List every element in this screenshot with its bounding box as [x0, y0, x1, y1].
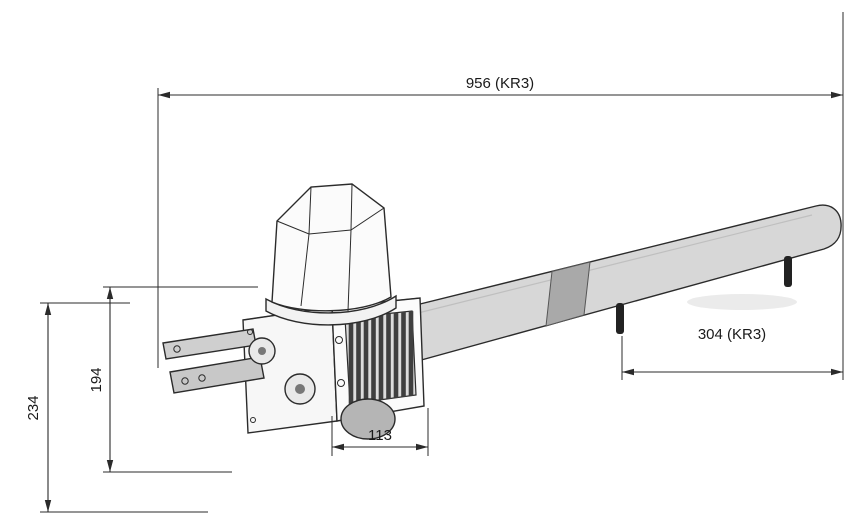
screw [337, 379, 345, 387]
screw [247, 329, 253, 335]
boom-arm [407, 204, 842, 363]
dimension-overall-height: 234 [25, 302, 208, 513]
boom-highlight-line [413, 214, 813, 315]
mounting-pin-right [784, 256, 792, 287]
dome-facet-edge [300, 233, 310, 307]
dome-facet-edge [347, 229, 352, 312]
pivot-hub-lower-center [295, 384, 305, 394]
bracket-hole [198, 374, 206, 382]
beacon-dome [265, 183, 397, 326]
dimension-label-intermediate-height: 194 [88, 367, 105, 392]
dimension-label-overall-length: 956 (KR3) [466, 75, 534, 92]
dome-facet-edge [308, 186, 312, 235]
dome-rim-edge [276, 207, 385, 235]
dome-body [271, 183, 392, 312]
dimension-overall-length: 956 (KR3) [157, 12, 844, 380]
drive-housing [162, 297, 425, 440]
screw [335, 336, 343, 344]
mounting-bracket-upper-bar [162, 328, 257, 360]
screw [250, 417, 256, 423]
boom-shadow [687, 294, 797, 310]
dimension-label-boom-section: 304 (KR3) [698, 326, 766, 343]
dimension-boom-section: 304 (KR3) [621, 326, 843, 380]
boom-arm-body [407, 204, 842, 363]
bottom-drum [340, 398, 396, 440]
dimension-label-housing-width: 113 [368, 427, 392, 444]
pivot-hub-upper-center [258, 347, 266, 355]
dimension-label-overall-height: 234 [25, 395, 42, 420]
mounting-pin-left [616, 303, 624, 334]
housing-grille [344, 310, 417, 405]
bracket-hole [181, 377, 189, 385]
dimension-housing-width: 113 [331, 408, 429, 456]
bracket-hole [173, 345, 181, 353]
mounting-bracket-lower-bar [169, 356, 265, 394]
dome-collar [265, 294, 397, 326]
boom-band [545, 261, 591, 327]
dome-facet-edge [350, 183, 353, 231]
dimension-intermediate-height: 194 [88, 286, 258, 473]
